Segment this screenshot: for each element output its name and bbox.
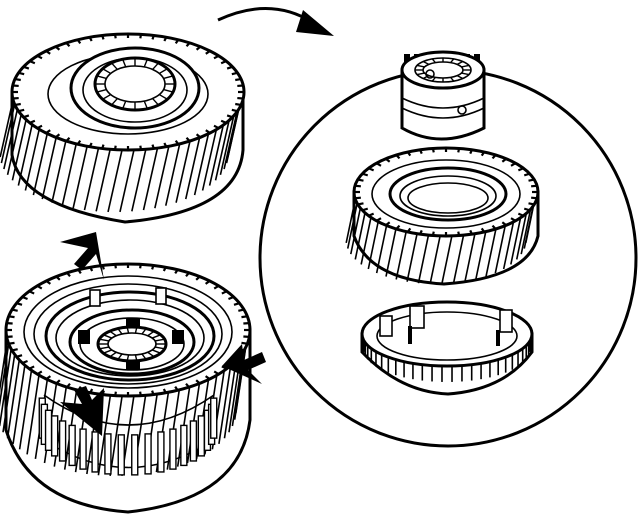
curved-arrow-icon — [217, 7, 334, 36]
top-helical-gear — [0, 32, 246, 224]
exploded-blocker-ring — [360, 300, 534, 396]
pointer-arrow-top-left — [60, 232, 104, 280]
exploded-gear — [345, 146, 540, 286]
exploded-sleeve-hub — [400, 50, 486, 141]
synchronizer-assembly — [0, 262, 252, 514]
pointer-arrow-right — [222, 344, 266, 384]
pointer-arrow-bottom-left — [60, 386, 104, 436]
